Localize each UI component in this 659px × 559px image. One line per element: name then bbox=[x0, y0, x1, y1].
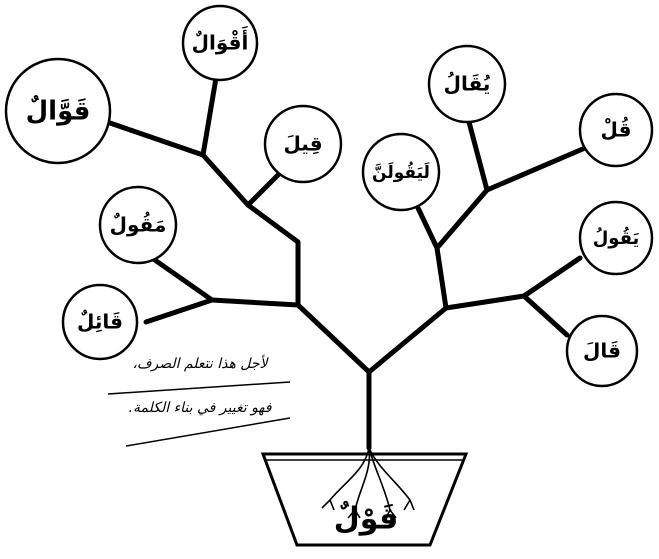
branch-to-qala bbox=[521, 293, 570, 338]
leaf-qail-label: قَائِلٌ bbox=[77, 310, 123, 334]
leaf-qala-label: قَالَ bbox=[583, 339, 621, 363]
leaf-aqwal-label: أَقْوَالٌ bbox=[192, 26, 249, 55]
branch-right-lower bbox=[443, 255, 583, 311]
leaf-yuqal: يُقَالُ bbox=[427, 44, 507, 124]
leaf-yaqul: يَقُولُ bbox=[578, 200, 654, 276]
leaf-qawwal-label: قَوَّالٌ bbox=[26, 95, 91, 126]
branch-to-aqwal bbox=[200, 75, 219, 158]
roots bbox=[321, 447, 415, 521]
note-underline-1 bbox=[107, 381, 291, 395]
tree-branches bbox=[107, 75, 588, 451]
leaf-qil-label: قِيلَ bbox=[283, 132, 322, 156]
branch-to-qil bbox=[245, 167, 286, 208]
left-main-branch bbox=[200, 152, 372, 375]
leaf-yuqal-label: يُقَالُ bbox=[444, 72, 491, 96]
branch-to-qail bbox=[143, 297, 215, 325]
leaf-qul: قُلْ bbox=[578, 92, 654, 168]
leaf-maqul-label: مَقُولٌ bbox=[110, 212, 167, 237]
branch-left-lower bbox=[149, 255, 301, 308]
leaf-aqwal: أَقْوَالٌ bbox=[181, 4, 259, 82]
branch-to-layaqulanna bbox=[415, 205, 440, 251]
leaf-qul-label: قُلْ bbox=[601, 117, 632, 142]
leaf-qil: قِيلَ bbox=[263, 104, 343, 184]
note-underline-2 bbox=[125, 417, 291, 447]
note-line-1: لأجل هذا نتعلم الصرف، bbox=[132, 354, 269, 372]
leaf-qala: قَالَ bbox=[565, 314, 639, 388]
leaf-qawwal: قَوَّالٌ bbox=[4, 57, 112, 165]
branch-to-qawwal bbox=[107, 120, 206, 158]
leaf-qail: قَائِلٌ bbox=[61, 283, 139, 361]
pot-outline bbox=[260, 452, 469, 547]
branch-to-qul bbox=[484, 145, 588, 193]
root-word: قَوْلٌ bbox=[334, 500, 398, 536]
leaf-layaqulanna-label: لَيَقُولَنَّ bbox=[372, 161, 430, 183]
note-line-2: فهو تغيير في بناء الكلمة. bbox=[129, 400, 272, 416]
note: لأجل هذا نتعلم الصرف، فهو تغيير في بناء … bbox=[107, 354, 291, 447]
leaf-layaqulanna: لَيَقُولَنَّ bbox=[361, 132, 441, 212]
leaf-maqul: مَقُولٌ bbox=[98, 185, 178, 265]
leaf-yaqul-label: يَقُولُ bbox=[593, 225, 640, 249]
